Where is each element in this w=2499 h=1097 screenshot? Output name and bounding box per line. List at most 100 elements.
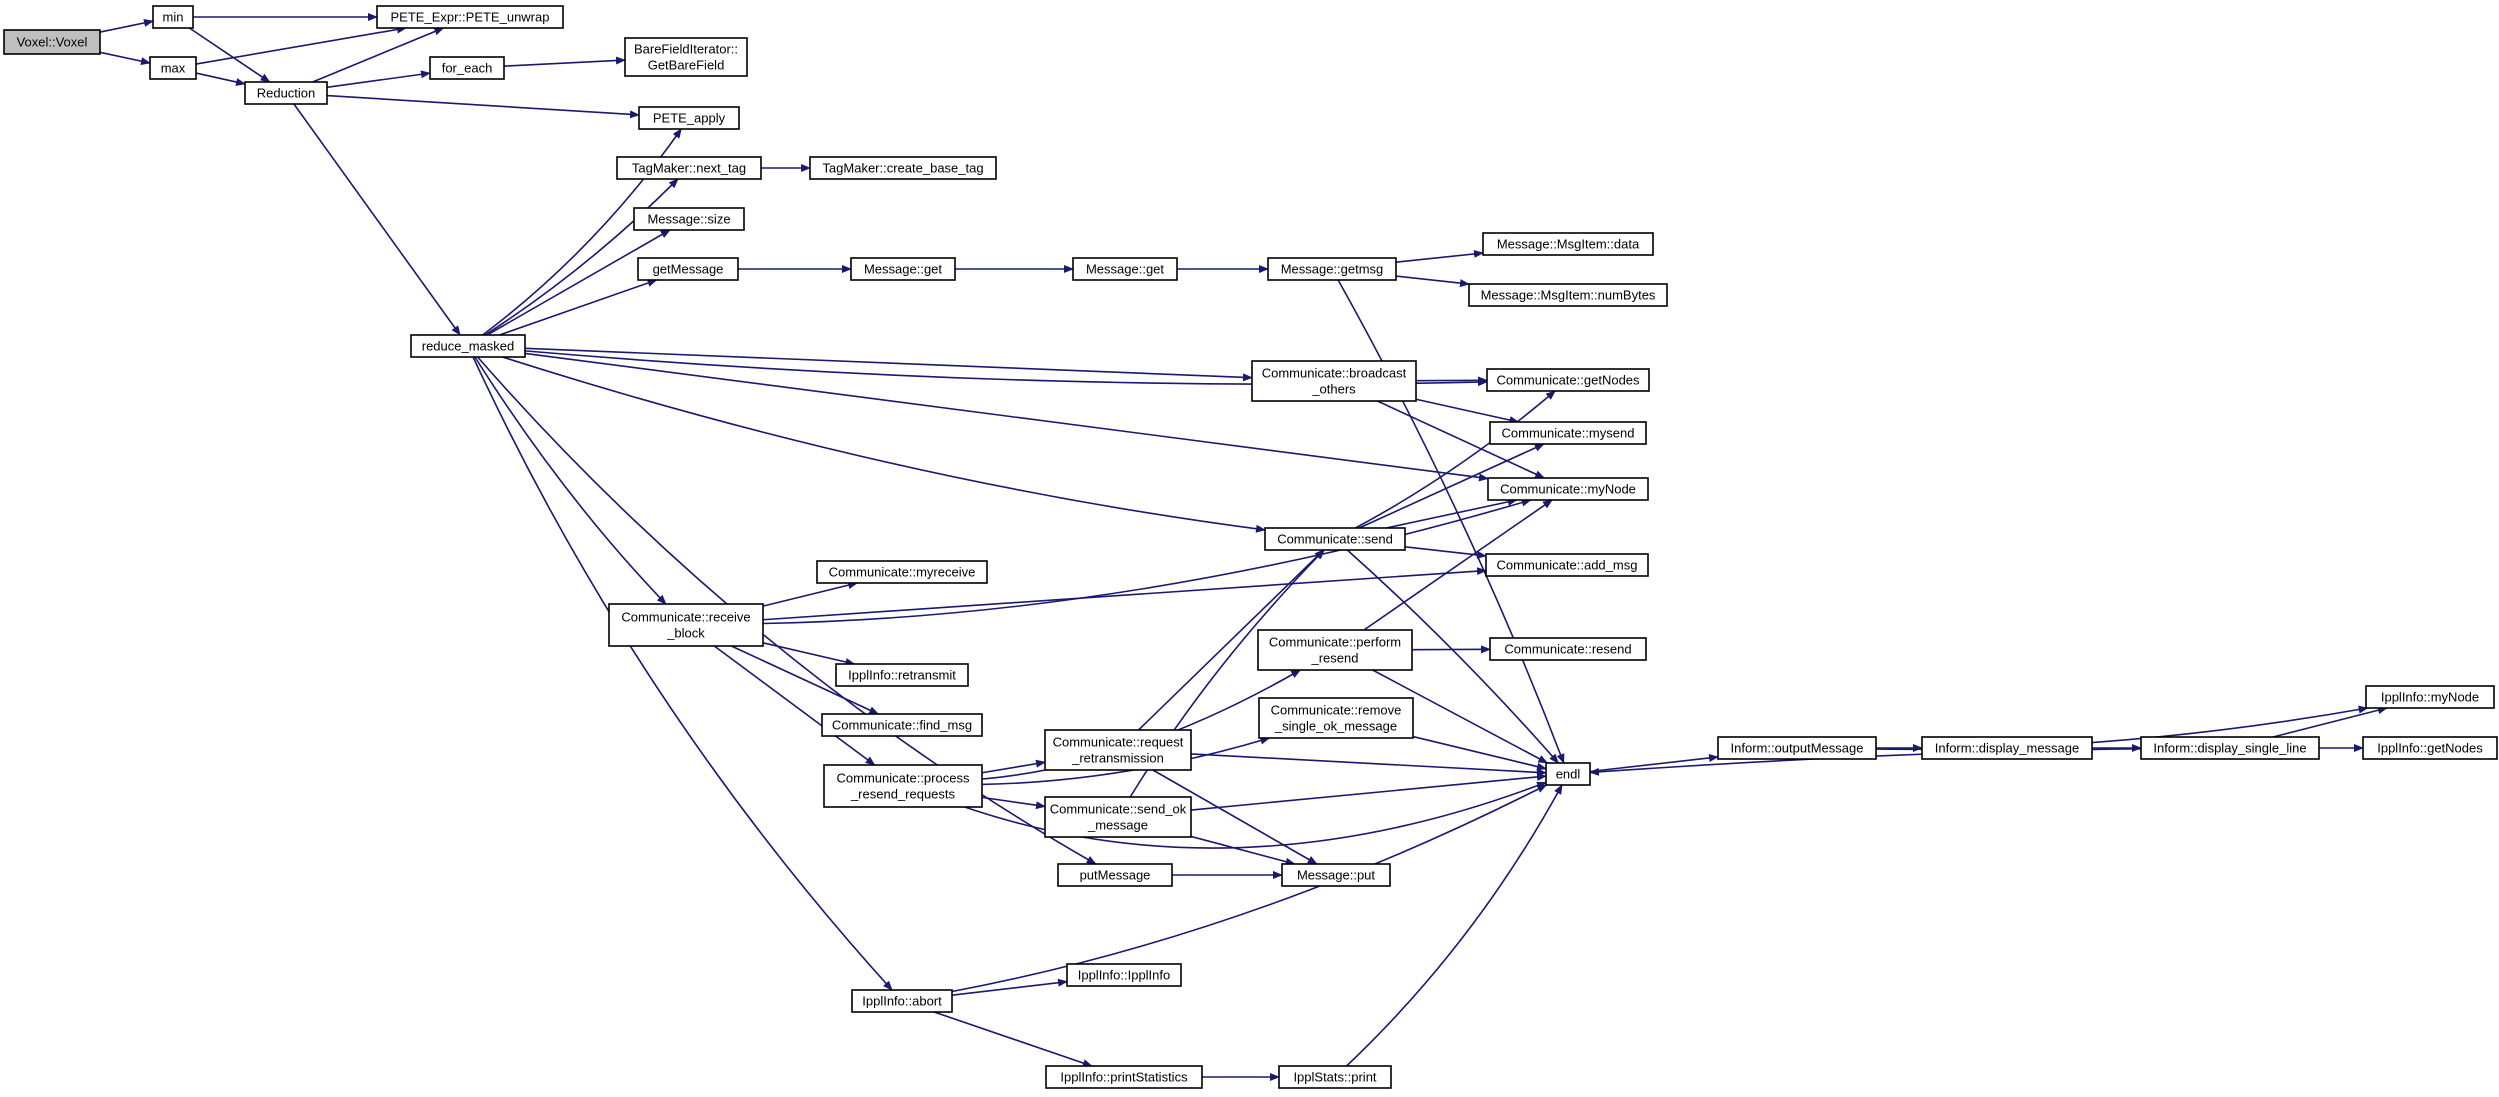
edge-voxel-to-max [99, 51, 151, 66]
node-box [1057, 863, 1173, 887]
edge-send_ok-to-endl [1190, 772, 1547, 811]
node-label: GetBareField [648, 58, 725, 73]
node-label: Communicate::send [1277, 532, 1393, 547]
node-add-msg[interactable]: Communicate::add_msg [1485, 553, 1649, 577]
node-getnodes[interactable]: Communicate::getNodes [1486, 368, 1650, 392]
node-label: putMessage [1080, 868, 1151, 883]
node-process-resend[interactable]: Communicate::process_resend_requests [823, 764, 983, 808]
node-create-base-tag[interactable]: TagMaker::create_base_tag [809, 156, 997, 180]
node-msg-get1[interactable]: Message::get [850, 257, 956, 281]
node-label: Communicate::myNode [1500, 482, 1636, 497]
node-box [2140, 736, 2320, 760]
node-print-statistics[interactable]: IpplInfo::printStatistics [1045, 1065, 1203, 1089]
node-retransmit[interactable]: IpplInfo::retransmit [835, 663, 969, 687]
node-display-message[interactable]: Inform::display_message [1921, 736, 2093, 760]
node-label: Message::get [1086, 262, 1164, 277]
node-request-retrans[interactable]: Communicate::request_retransmission [1044, 729, 1192, 771]
node-label: Communicate::request [1053, 735, 1184, 750]
node-box [608, 603, 764, 647]
node-msg-size[interactable]: Message::size [633, 207, 745, 231]
node-box [1267, 257, 1397, 281]
node-box [1921, 736, 2093, 760]
edge-reduce_masked-to-next_tag [484, 178, 679, 336]
edge-max-to-pete_unwrap [195, 25, 407, 65]
node-endl[interactable]: endl [1545, 762, 1591, 786]
node-label: IpplInfo::abort [862, 994, 942, 1009]
node-box [1045, 1065, 1203, 1089]
node-box [1257, 629, 1413, 671]
node-output-message[interactable]: Inform::outputMessage [1717, 736, 1877, 760]
node-label: Message::getmsg [1281, 262, 1384, 277]
node-label: PETE_Expr::PETE_unwrap [391, 10, 550, 25]
node-label: IpplInfo::myNode [2381, 690, 2479, 705]
node-msg-getmsg[interactable]: Message::getmsg [1267, 257, 1397, 281]
node-putmessage[interactable]: putMessage [1057, 863, 1173, 887]
edge-perform_resend-to-comm_mynode [1363, 499, 1553, 631]
edge-msg_getmsg-to-msgitem_numbytes [1395, 275, 1470, 288]
node-label: IpplInfo::IpplInfo [1078, 968, 1171, 983]
node-label: max [161, 61, 186, 76]
node-label: TagMaker::create_base_tag [822, 161, 983, 176]
node-for-each[interactable]: for_each [429, 56, 505, 80]
edge-reduction-to-pete_unwrap [312, 27, 445, 83]
node-mysend[interactable]: Communicate::mysend [1489, 421, 1647, 445]
node-voxel[interactable]: Voxel::Voxel [3, 29, 101, 55]
node-ippl-abort[interactable]: IpplInfo::abort [851, 989, 953, 1013]
node-box [2362, 736, 2498, 760]
node-box [1482, 232, 1654, 256]
node-box [1044, 729, 1192, 771]
edge-reduction-to-pete_apply [326, 94, 640, 119]
edge-request_retrans-to-endl [1190, 753, 1547, 777]
node-box [616, 156, 762, 180]
node-broadcast-others[interactable]: Communicate::broadcast_others [1251, 360, 1417, 402]
node-getmessage[interactable]: getMessage [637, 257, 739, 281]
node-ippl-getnodes[interactable]: IpplInfo::getNodes [2362, 736, 2498, 760]
node-myreceive[interactable]: Communicate::myreceive [816, 560, 988, 584]
edge-receive_block-to-add_msg [762, 567, 1487, 621]
node-box [638, 106, 740, 130]
node-find-msg[interactable]: Communicate::find_msg [821, 713, 983, 737]
node-label: Inform::display_single_line [2153, 741, 2306, 756]
node-receive-block[interactable]: Communicate::receive_block [608, 603, 764, 647]
node-msg-put[interactable]: Message::put [1281, 863, 1391, 887]
node-comm-send[interactable]: Communicate::send [1264, 527, 1406, 551]
node-comm-resend[interactable]: Communicate::resend [1489, 637, 1647, 661]
node-reduce-masked[interactable]: reduce_masked [410, 334, 526, 358]
edge-receive_block-to-retransmit [762, 642, 856, 666]
node-label: IpplStats::print [1293, 1070, 1376, 1085]
node-getbarefield[interactable]: BareFieldIterator::GetBareField [624, 37, 748, 77]
edge-process_resend-to-remove_single [981, 736, 1271, 786]
node-label: _message [1087, 818, 1148, 833]
edge-request_retrans-to-msg_put [1152, 769, 1318, 865]
node-box [823, 764, 983, 808]
node-msgitem-numbytes[interactable]: Message::MsgItem::numBytes [1468, 283, 1668, 307]
edge-for_each-to-getbarefield [503, 56, 626, 67]
edge-msg_getmsg-to-endl [1337, 279, 1565, 764]
node-send-ok[interactable]: Communicate::send_ok_message [1044, 796, 1192, 838]
node-pete-apply[interactable]: PETE_apply [638, 106, 740, 130]
node-display-single-line[interactable]: Inform::display_single_line [2140, 736, 2320, 760]
node-next-tag[interactable]: TagMaker::next_tag [616, 156, 762, 180]
node-label: Communicate::find_msg [832, 718, 972, 733]
node-pete-unwrap[interactable]: PETE_Expr::PETE_unwrap [376, 5, 564, 29]
node-remove-single[interactable]: Communicate::remove_single_ok_message [1258, 697, 1414, 739]
node-stats-print[interactable]: IpplStats::print [1278, 1065, 1392, 1089]
node-box [1717, 736, 1877, 760]
node-max[interactable]: max [149, 56, 197, 80]
node-msg-get2[interactable]: Message::get [1072, 257, 1178, 281]
node-label: endl [1556, 767, 1581, 782]
edge-endl-to-output_message [1589, 754, 1719, 773]
node-box [244, 81, 328, 105]
node-reduction[interactable]: Reduction [244, 81, 328, 105]
node-perform-resend[interactable]: Communicate::perform_resend [1257, 629, 1413, 671]
node-label: Message::size [647, 212, 730, 227]
node-min[interactable]: min [152, 5, 194, 29]
edge-reduce_masked-to-comm_mynode [524, 352, 1489, 482]
node-ippl-mynode[interactable]: IpplInfo::myNode [2365, 685, 2495, 709]
node-msgitem-data[interactable]: Message::MsgItem::data [1482, 232, 1654, 256]
node-ippl-ctor[interactable]: IpplInfo::IpplInfo [1066, 963, 1182, 987]
node-box [1258, 697, 1414, 739]
edge-reduce_masked-to-getmessage [499, 279, 658, 336]
node-box [851, 989, 953, 1013]
node-comm-mynode[interactable]: Communicate::myNode [1487, 477, 1649, 501]
